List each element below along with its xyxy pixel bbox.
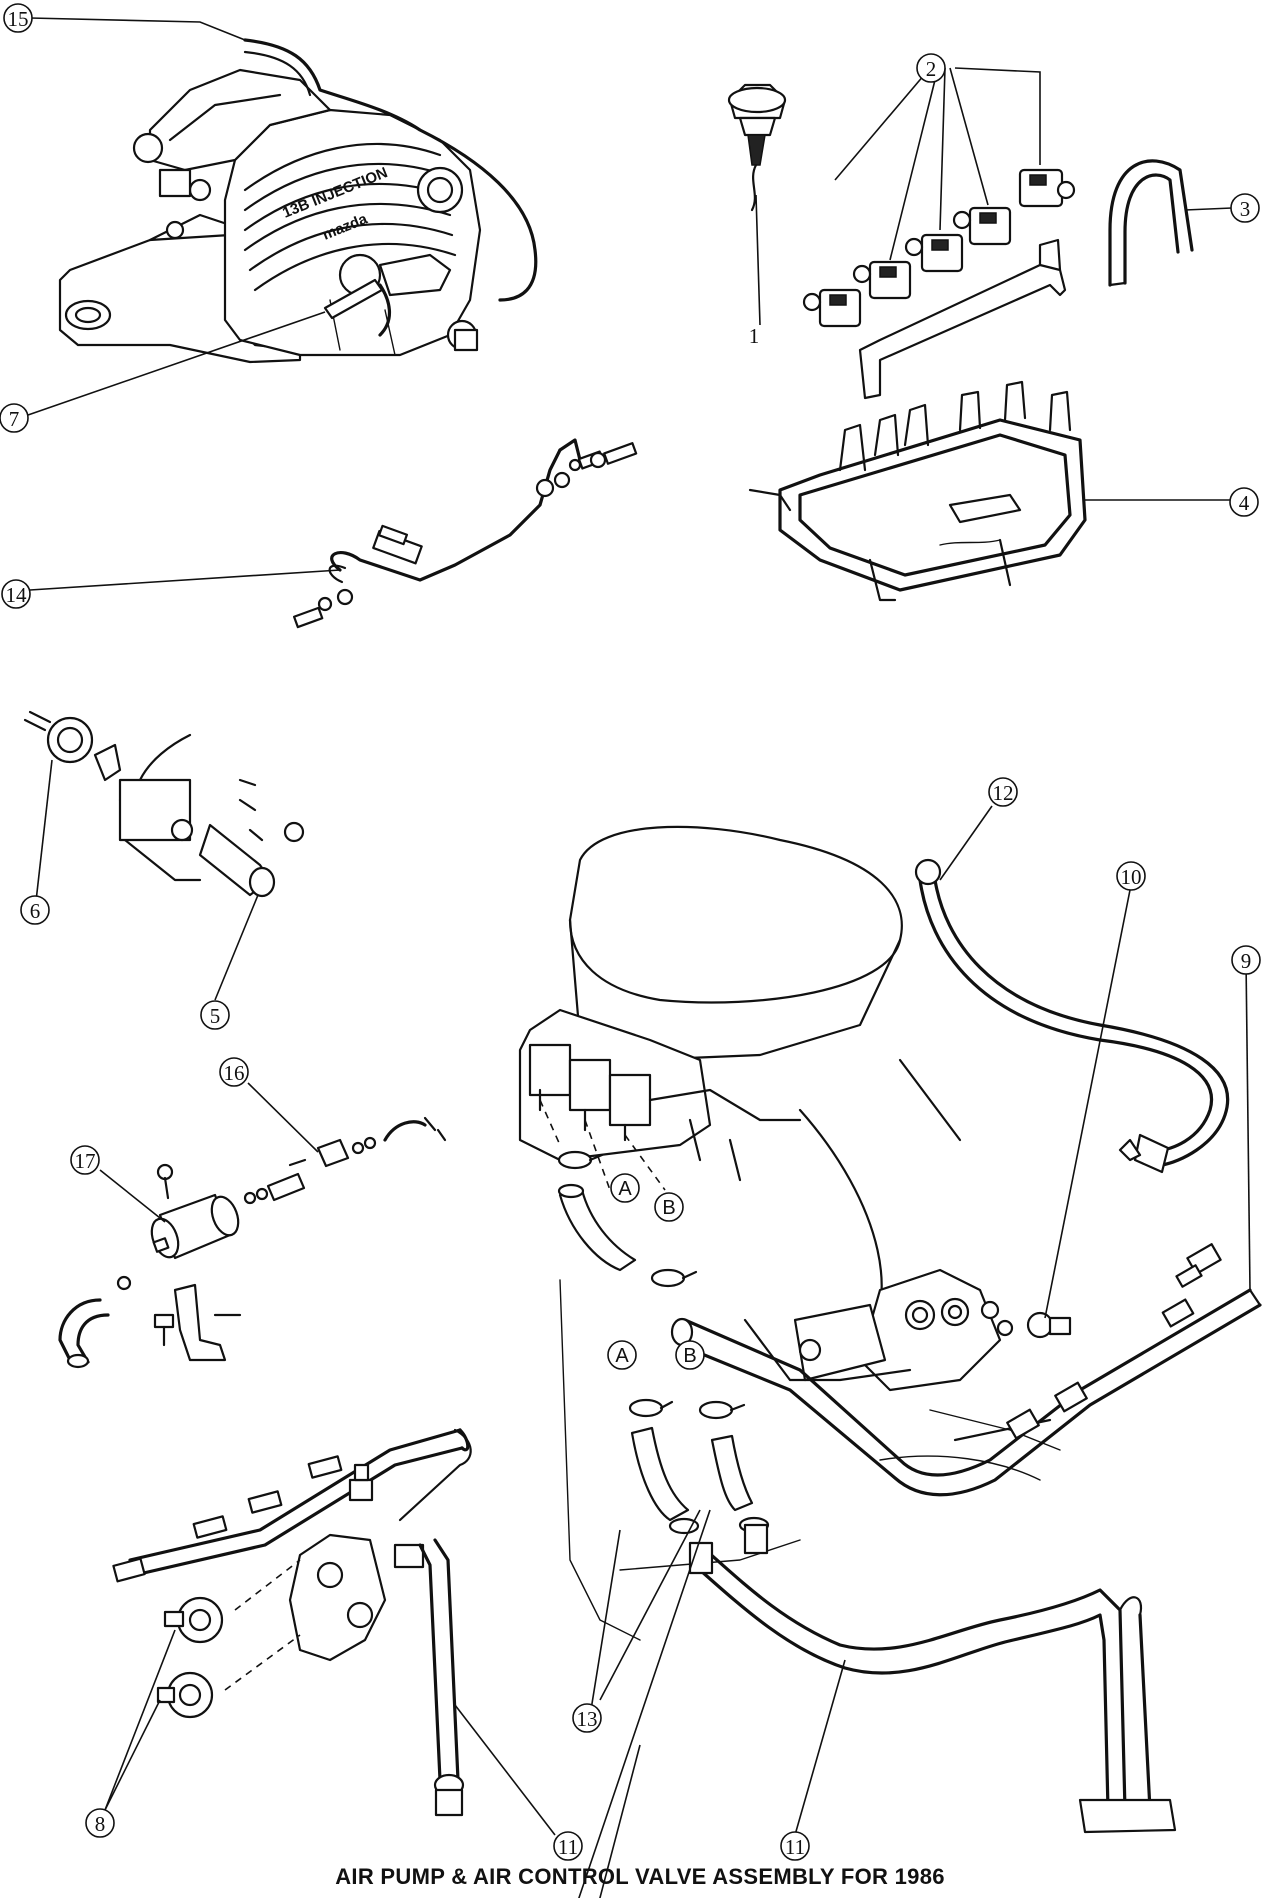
callout-14: 14: [1, 579, 31, 609]
svg-text:14: 14: [6, 583, 28, 607]
callout-16: 16: [219, 1057, 249, 1087]
svg-text:11: 11: [558, 1835, 578, 1859]
check-valve-part-16: [288, 1116, 447, 1168]
svg-text:B: B: [662, 1197, 675, 1219]
callout-3: 3: [1230, 193, 1260, 223]
svg-text:15: 15: [8, 7, 29, 31]
vacuum-hose-part-3: [1108, 159, 1194, 287]
ref-mark-a-lower: A: [607, 1340, 637, 1370]
diagram-caption: AIR PUMP & AIR CONTROL VALVE ASSEMBLY FO…: [335, 1864, 945, 1889]
svg-text:4: 4: [1239, 491, 1250, 515]
svg-text:2: 2: [926, 57, 937, 81]
sensor-part-10: [996, 1311, 1072, 1339]
air-pump-housing-part-5: [118, 733, 305, 898]
ref-mark-a-upper: A: [610, 1173, 640, 1203]
svg-text:11: 11: [785, 1835, 805, 1859]
air-filter-part-17: [58, 1163, 306, 1369]
svg-text:6: 6: [30, 899, 41, 923]
ref-mark-b-lower: B: [675, 1340, 705, 1370]
svg-text:13: 13: [577, 1707, 598, 1731]
callout-4: 4: [1229, 487, 1259, 517]
callout-12: 12: [988, 777, 1018, 807]
ref-mark-b-upper: B: [654, 1192, 684, 1222]
air-cleaner-and-block: [518, 825, 1061, 1641]
vacuum-pipe-assembly-part-4: [748, 380, 1087, 602]
callout-2: 2: [916, 53, 946, 83]
svg-text:5: 5: [210, 1004, 221, 1028]
callout-13: 13: [572, 1703, 602, 1733]
callout-1: 1: [749, 324, 760, 348]
callout-8: 8: [85, 1808, 115, 1838]
callout-9: 9: [1231, 945, 1261, 975]
callout-11-right: 11: [780, 1831, 810, 1861]
svg-text:12: 12: [993, 781, 1014, 805]
svg-text:8: 8: [95, 1812, 106, 1836]
callout-15: 15: [3, 3, 33, 33]
callout-17: 17: [70, 1145, 100, 1175]
svg-text:10: 10: [1121, 865, 1142, 889]
svg-text:A: A: [615, 1345, 629, 1367]
intake-manifold-assembly: 13B INJECTION mazda: [58, 38, 538, 364]
callout-5: 5: [200, 1000, 230, 1030]
callout-6: 6: [20, 895, 50, 925]
callout-7: 7: [0, 403, 29, 433]
lower-left-pipe-assembly: [112, 1428, 472, 1817]
leader-lines: [27, 17, 1251, 1898]
svg-text:B: B: [683, 1345, 696, 1367]
air-pipe-part-9: [670, 1243, 1262, 1497]
air-pipe-part-11-right: [688, 1523, 1177, 1834]
check-valve-part-6: [23, 710, 122, 782]
svg-text:1: 1: [749, 324, 760, 348]
svg-text:9: 9: [1241, 949, 1252, 973]
svg-text:16: 16: [224, 1061, 245, 1085]
svg-text:A: A: [618, 1178, 632, 1200]
svg-text:17: 17: [75, 1149, 96, 1173]
vacuum-sensor-part-1: [727, 83, 787, 212]
callout-11-left: 11: [553, 1831, 583, 1861]
solenoid-valves-part-2: [802, 168, 1076, 400]
guide-line: [539, 1099, 561, 1146]
hoses-part-13: [557, 1150, 770, 1535]
guide-line: [624, 1134, 666, 1191]
hose-part-12: [914, 858, 1230, 1174]
svg-text:3: 3: [1240, 197, 1251, 221]
svg-text:7: 7: [9, 407, 20, 431]
metal-pipe-part-14: [292, 438, 638, 629]
callout-10: 10: [1116, 861, 1146, 891]
